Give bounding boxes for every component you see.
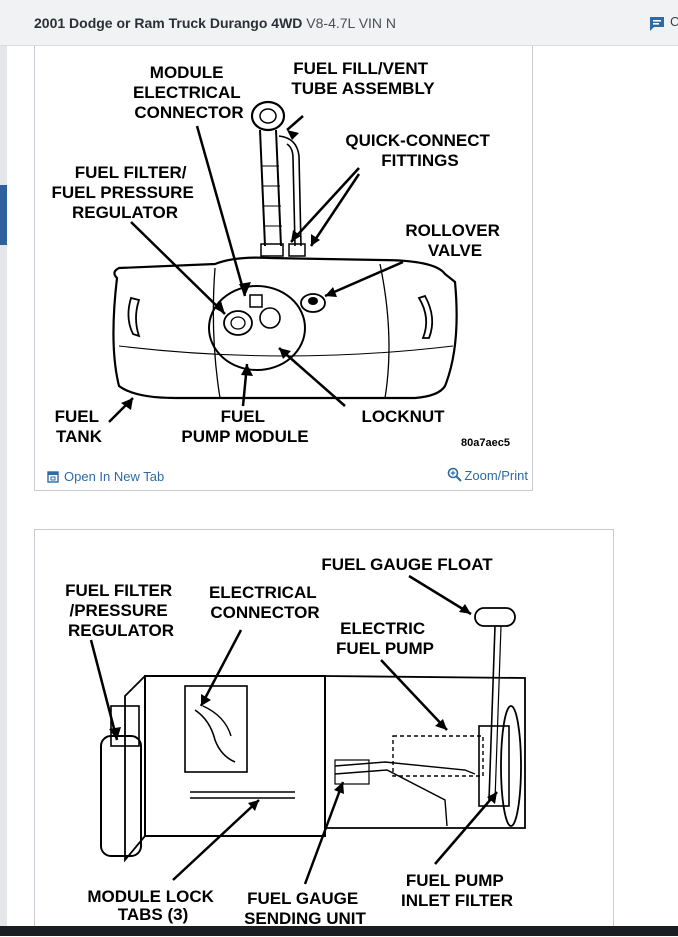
label-line: FUEL GAUGE FLOAT	[321, 555, 493, 574]
label-fuel-gauge-float: FUEL GAUGE FLOAT	[321, 555, 493, 574]
label-line: QUICK-CONNECT	[345, 131, 490, 150]
fuel-pump-module-diagram: FUEL GAUGE FLOAT FUEL FILTER /PRESSURE R…	[65, 555, 526, 928]
label-line: FUEL GAUGE	[247, 889, 358, 908]
label-line: ELECTRICAL	[209, 583, 316, 602]
left-edge-strip	[0, 46, 7, 936]
label-line: TUBE ASSEMBLY	[291, 79, 435, 98]
label-line: TANK	[56, 427, 103, 446]
bottom-taskbar-strip	[0, 926, 678, 936]
left-edge-accent	[0, 185, 7, 245]
label-line: /PRESSURE	[70, 601, 168, 620]
fuel-tank-diagram: MODULE ELECTRICAL CONNECTOR FUEL FILL/VE…	[51, 59, 510, 449]
label-line: FUEL	[55, 407, 99, 426]
label-line: CONNECTOR	[134, 103, 243, 122]
label-fuel-pump-inlet-filter: FUEL PUMP INLET FILTER	[401, 871, 513, 910]
label-line: INLET FILTER	[401, 891, 513, 910]
label-fuel-tank: FUEL TANK	[55, 407, 104, 446]
diagram-card-fuel-tank: MODULE ELECTRICAL CONNECTOR FUEL FILL/VE…	[34, 46, 533, 491]
label-line: TABS (3)	[118, 905, 189, 924]
zoom-icon	[448, 467, 463, 482]
label-line: FUEL	[221, 407, 265, 426]
chat-icon	[650, 17, 664, 31]
open-tab-label: Open In New Tab	[64, 469, 165, 484]
page-header: 2001 Dodge or Ram Truck Durango 4WD V8-4…	[0, 0, 678, 46]
label-module-connector: MODULE ELECTRICAL CONNECTOR	[133, 63, 245, 122]
label-locknut: LOCKNUT	[361, 407, 445, 426]
label-module-lock-tabs: MODULE LOCK TABS (3)	[87, 887, 218, 924]
label-line: FUEL FILTER	[65, 581, 172, 600]
label-line: REGULATOR	[68, 621, 174, 640]
chat-label-cut: C	[670, 14, 678, 29]
label-fuel-gauge-sending-unit: FUEL GAUGE SENDING UNIT	[244, 889, 366, 928]
label-line: CONNECTOR	[210, 603, 319, 622]
label-fuel-fill: FUEL FILL/VENT TUBE ASSEMBLY	[291, 59, 435, 98]
label-line: MODULE LOCK	[87, 887, 214, 906]
label-line: REGULATOR	[72, 203, 178, 222]
diagram-card-fuel-pump-module: FUEL GAUGE FLOAT FUEL FILTER /PRESSURE R…	[34, 529, 614, 936]
chat-button[interactable]: C	[646, 14, 678, 34]
label-line: FUEL PUMP	[406, 871, 504, 890]
card-footer: Open In New Tab Zoom/Print	[35, 463, 534, 491]
page-title: 2001 Dodge or Ram Truck Durango 4WD V8-4…	[34, 15, 396, 31]
label-line: FITTINGS	[381, 151, 458, 170]
label-line: MODULE	[150, 63, 224, 82]
label-line: SENDING UNIT	[244, 909, 366, 928]
label-line: LOCKNUT	[361, 407, 445, 426]
zoom-label: Zoom/Print	[464, 468, 528, 483]
label-line: FUEL PRESSURE	[51, 183, 193, 202]
label-line: PUMP MODULE	[181, 427, 308, 446]
label-line: FUEL PUMP	[336, 639, 434, 658]
label-line: ELECTRIC	[340, 619, 425, 638]
label-fuel-filter-regulator: FUEL FILTER /PRESSURE REGULATOR	[65, 581, 177, 640]
figure-code: 80a7aec5	[461, 437, 510, 449]
label-line: FUEL FILL/VENT	[293, 59, 428, 78]
label-fuel-filter: FUEL FILTER/ FUEL PRESSURE REGULATOR	[51, 163, 198, 222]
label-electric-fuel-pump: ELECTRIC FUEL PUMP	[336, 619, 434, 658]
engine-subtitle: V8-4.7L VIN N	[306, 15, 397, 31]
zoom-print-link[interactable]: Zoom/Print	[447, 467, 528, 483]
open-in-new-tab-link[interactable]: Open In New Tab	[47, 469, 164, 484]
label-electrical-connector: ELECTRICAL CONNECTOR	[209, 583, 321, 622]
label-quick-connect: QUICK-CONNECT FITTINGS	[345, 131, 494, 170]
label-line: FUEL FILTER/	[75, 163, 187, 182]
label-line: ROLLOVER	[405, 221, 499, 240]
label-fuel-pump-module: FUEL PUMP MODULE	[181, 407, 308, 446]
vehicle-title: 2001 Dodge or Ram Truck Durango 4WD	[34, 15, 303, 31]
open-tab-icon	[47, 471, 59, 483]
label-line: ELECTRICAL	[133, 83, 240, 102]
label-rollover-valve: ROLLOVER VALVE	[405, 221, 504, 260]
label-line: VALVE	[428, 241, 482, 260]
